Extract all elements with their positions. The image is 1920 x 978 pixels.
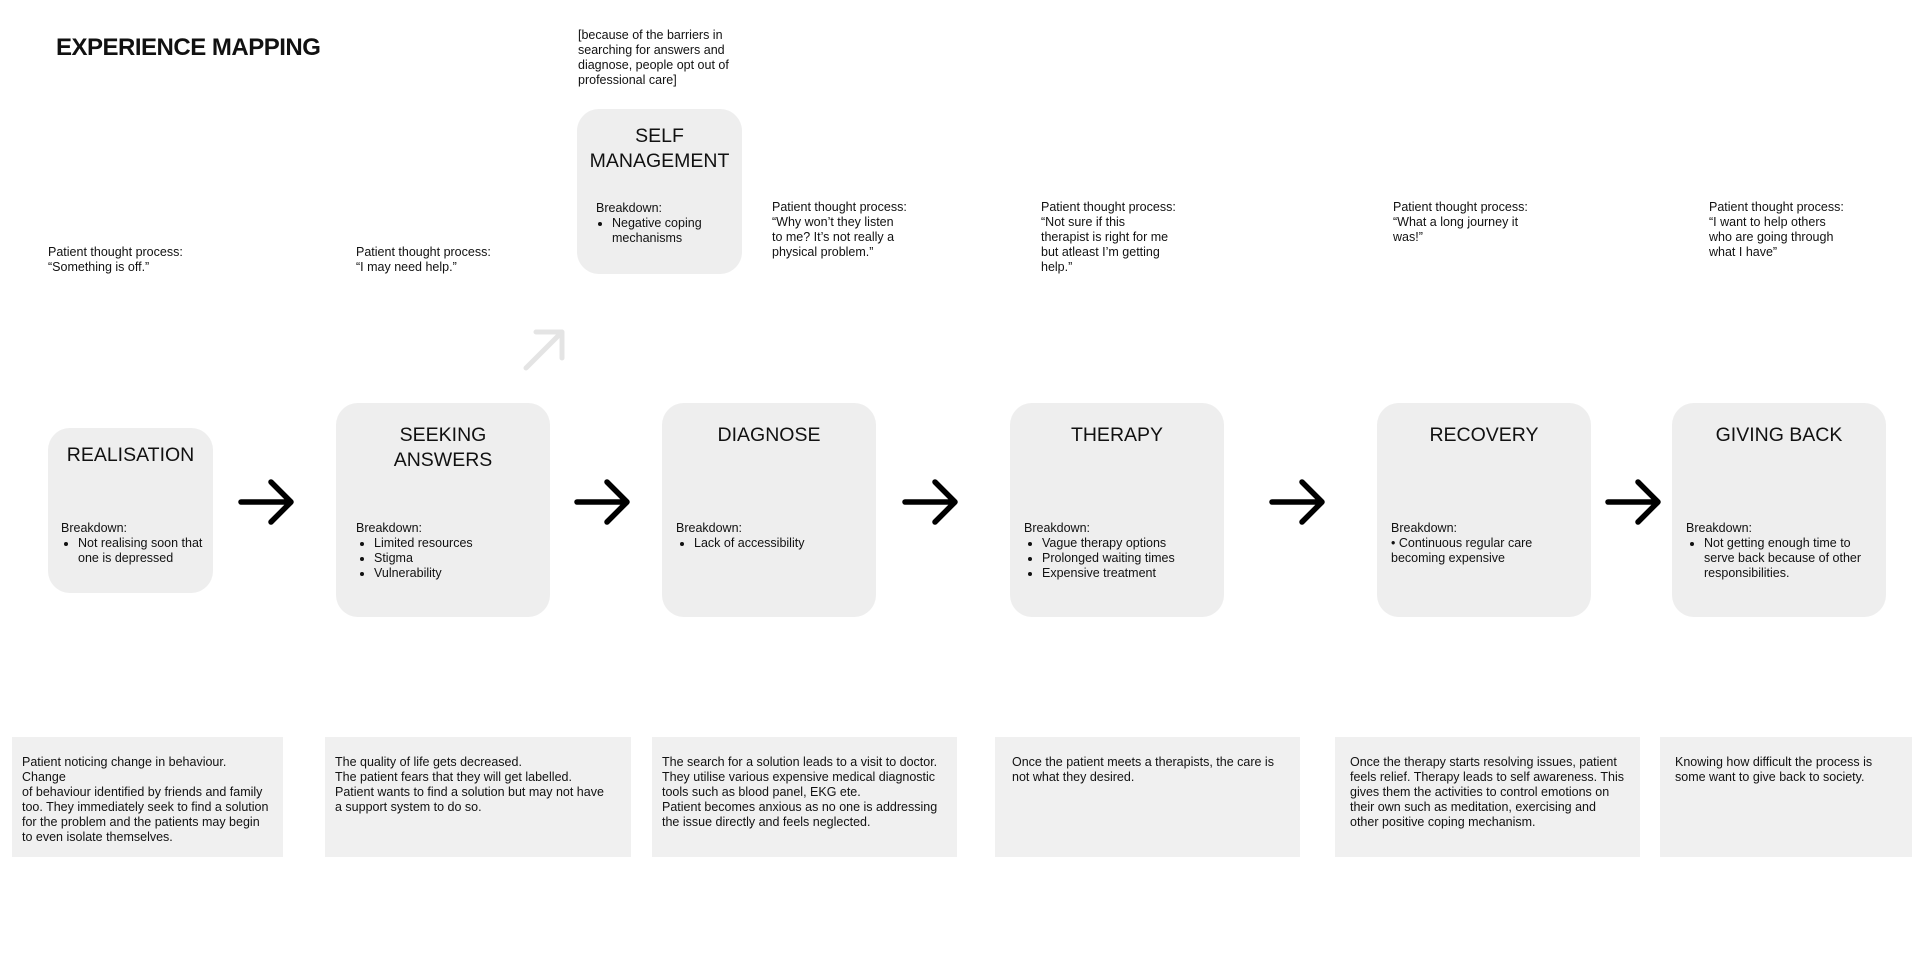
breakdown-item: Limited resources	[374, 536, 554, 551]
arrow-right-icon	[574, 479, 630, 525]
breakdown-label: Breakdown:	[1391, 521, 1458, 535]
breakdown-item: Not getting enough time to serve back be…	[1704, 536, 1882, 581]
breakdown-item: Lack of accessibility	[694, 536, 879, 551]
stage-title: DIAGNOSE	[717, 424, 821, 446]
stage-card-giving-back: GIVING BACK Breakdown: Not getting enoug…	[1672, 403, 1886, 617]
breakdown-label: Breakdown:	[676, 521, 743, 535]
page-title: EXPERIENCE MAPPING	[56, 34, 321, 61]
description-seeking-answers: The quality of life gets decreased. The …	[325, 737, 631, 857]
stage-title: SEEKING ANSWERS	[393, 424, 493, 471]
breakdown-list: Not getting enough time to serve back be…	[1686, 536, 1882, 581]
description-giving-back: Knowing how difficult the process is som…	[1660, 737, 1912, 857]
stage-title: RECOVERY	[1429, 424, 1539, 446]
thought-giving-back: Patient thought process: “I want to help…	[1709, 200, 1844, 259]
thought-seeking-answers: Patient thought process: “I may need hel…	[356, 245, 491, 274]
arrow-up-right-icon	[523, 329, 565, 371]
breakdown-list: Lack of accessibility	[676, 536, 879, 551]
breakdown-label: Breakdown:	[356, 521, 423, 535]
arrow-right-icon	[1605, 479, 1661, 525]
breakdown-label: Breakdown:	[596, 201, 663, 215]
side-note: [because of the barriers in searching fo…	[578, 28, 729, 87]
stage-card-self-management: SELF MANAGEMENT Breakdown: Negative copi…	[577, 109, 742, 274]
description-therapy: Once the patient meets a therapists, the…	[995, 737, 1300, 857]
stage-title: REALISATION	[66, 444, 195, 466]
breakdown-item: Prolonged waiting times	[1042, 551, 1232, 566]
breakdown-list: Not realising soon that one is depressed	[60, 536, 220, 566]
stage-title: THERAPY	[1070, 424, 1164, 446]
arrow-right-icon	[238, 479, 294, 525]
description-realisation: Patient noticing change in behaviour. Ch…	[12, 737, 283, 857]
thought-recovery: Patient thought process: “What a long jo…	[1393, 200, 1528, 244]
thought-therapy: Patient thought process: “Not sure if th…	[1041, 200, 1176, 274]
breakdown-item: Vague therapy options	[1042, 536, 1232, 551]
description-diagnose: The search for a solution leads to a vis…	[652, 737, 957, 857]
breakdown-item: Vulnerability	[374, 566, 554, 581]
stage-card-recovery: RECOVERY Breakdown: • Continuous regular…	[1377, 403, 1591, 617]
stage-card-diagnose: DIAGNOSE Breakdown: Lack of accessibilit…	[662, 403, 876, 617]
breakdown-item: • Continuous regular care becoming expen…	[1391, 536, 1533, 565]
stage-card-seeking-answers: SEEKING ANSWERS Breakdown: Limited resou…	[336, 403, 550, 617]
breakdown-label: Breakdown:	[1686, 521, 1753, 535]
arrow-right-icon	[1269, 479, 1325, 525]
breakdown-list: Vague therapy options Prolonged waiting …	[1024, 536, 1232, 581]
arrow-right-icon	[902, 479, 958, 525]
breakdown-label: Breakdown:	[1024, 521, 1091, 535]
stage-title: GIVING BACK	[1715, 424, 1843, 446]
thought-diagnose: Patient thought process: “Why won’t they…	[772, 200, 907, 259]
breakdown-item: Not realising soon that one is depressed	[78, 536, 220, 566]
thought-realisation: Patient thought process: “Something is o…	[48, 245, 183, 274]
breakdown-item: Negative coping mechanisms	[612, 216, 737, 246]
breakdown-list: Limited resources Stigma Vulnerability	[356, 536, 554, 581]
stage-card-realisation: REALISATION Breakdown: Not realising soo…	[48, 428, 213, 593]
stage-title: SELF MANAGEMENT	[589, 125, 730, 172]
breakdown-label: Breakdown:	[61, 521, 128, 535]
breakdown-list: Negative coping mechanisms	[595, 216, 737, 246]
stage-card-therapy: THERAPY Breakdown: Vague therapy options…	[1010, 403, 1224, 617]
breakdown-list: • Continuous regular care becoming expen…	[1391, 536, 1536, 566]
description-recovery: Once the therapy starts resolving issues…	[1335, 737, 1640, 857]
breakdown-item: Expensive treatment	[1042, 566, 1232, 581]
breakdown-item: Stigma	[374, 551, 554, 566]
